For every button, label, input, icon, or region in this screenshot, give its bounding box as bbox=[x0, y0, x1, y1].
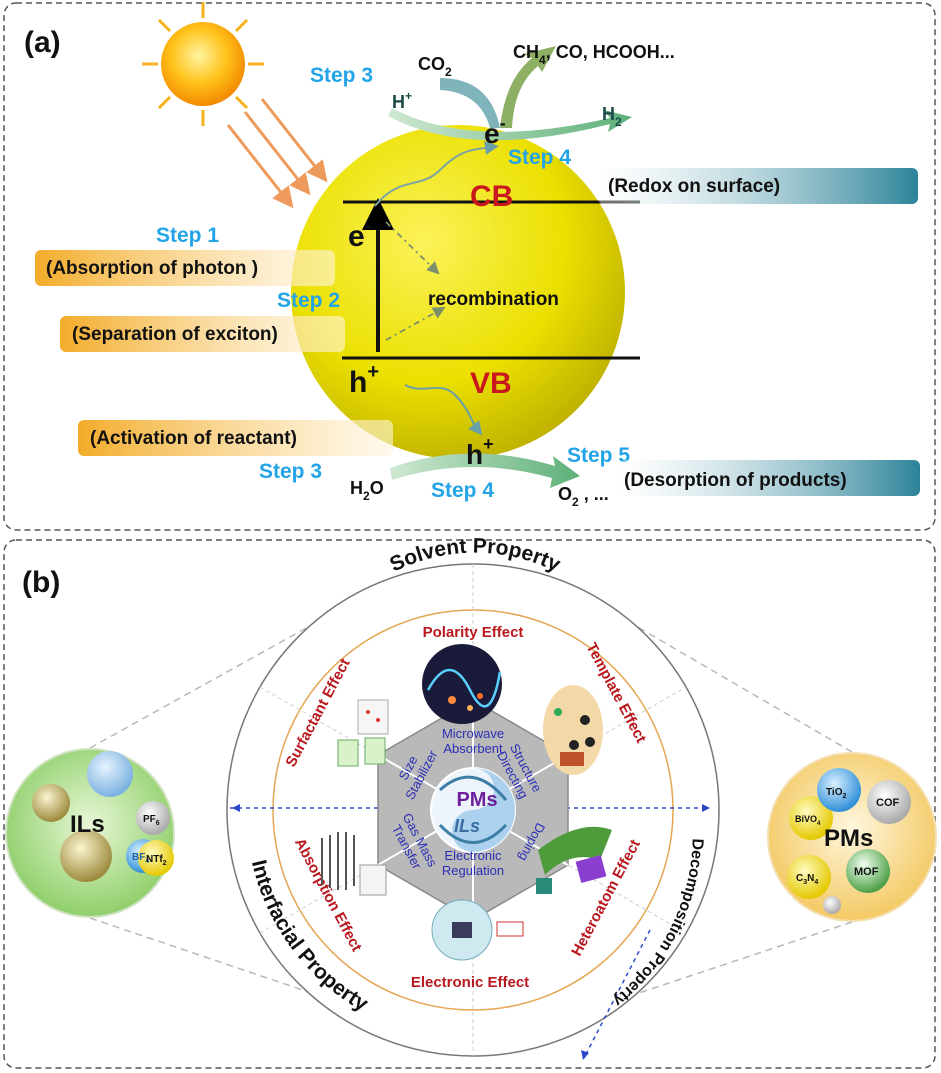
mof-ball bbox=[846, 849, 890, 893]
label-activation: (Activation of reactant) bbox=[90, 428, 297, 449]
hole-migration-arrow bbox=[404, 384, 483, 436]
h2o-label: H2O bbox=[350, 478, 384, 503]
panel-a: (a) CB VB bbox=[3, 2, 936, 531]
imidazolium-icon bbox=[32, 784, 70, 822]
center-ils-label: ILs bbox=[454, 816, 480, 836]
activation-bar bbox=[78, 420, 393, 456]
small-particle-ball bbox=[823, 896, 841, 914]
right-axis-arrowhead bbox=[702, 804, 710, 812]
ils-title: ILs bbox=[70, 811, 105, 838]
step4-bottom: Step 4 bbox=[431, 479, 494, 502]
vb-label: VB bbox=[470, 367, 512, 400]
ntf2-label: NTf2 bbox=[146, 854, 167, 867]
proton-label: H+ bbox=[392, 89, 412, 112]
panel-b: (b) bbox=[3, 535, 937, 1069]
heteroatom-illustration bbox=[536, 826, 612, 894]
step1: Step 1 bbox=[156, 224, 219, 247]
absorption-illustration bbox=[321, 832, 387, 896]
pms-title: PMs bbox=[824, 825, 873, 852]
left-axis-arrowhead bbox=[232, 804, 240, 812]
step5: Step 5 bbox=[567, 444, 630, 467]
recombination-arrow-top bbox=[385, 221, 440, 275]
surfactant-illustration bbox=[337, 699, 389, 767]
sun-icon bbox=[142, 2, 264, 126]
light-rays bbox=[226, 98, 328, 209]
mof-label: MOF bbox=[854, 866, 879, 878]
effect-electronic: Electronic Effect bbox=[411, 974, 529, 991]
pms-circle bbox=[767, 752, 937, 922]
bivo4-ball bbox=[789, 796, 833, 840]
ils-circle bbox=[5, 748, 175, 918]
step4-top: Step 4 bbox=[508, 146, 571, 169]
recombination-label: recombination bbox=[428, 289, 559, 310]
pf6-ball bbox=[136, 801, 170, 835]
panel-b-border bbox=[3, 539, 936, 1069]
h2-label: H2 bbox=[602, 104, 622, 129]
desorption-bar bbox=[620, 460, 920, 496]
electronic-illustration bbox=[431, 899, 524, 961]
bivo4-label: BiVO4 bbox=[795, 814, 821, 827]
h-to-h2-arrow bbox=[388, 108, 632, 141]
bf4-label: BF4 bbox=[132, 852, 149, 865]
label-separation: (Separation of exciton) bbox=[72, 324, 278, 345]
cof-label: COF bbox=[876, 797, 900, 809]
label-absorption: (Absorption of photon ) bbox=[46, 258, 258, 279]
electron-migration-arrow bbox=[374, 141, 499, 207]
absorption-bar bbox=[35, 250, 335, 286]
c3n4-ball bbox=[787, 855, 831, 899]
electron-cb: e- bbox=[348, 215, 371, 253]
label-desorption: (Desorption of products) bbox=[624, 470, 847, 491]
co2-label: CO2 bbox=[418, 54, 452, 79]
label-redox: (Redox on surface) bbox=[608, 176, 780, 197]
hole-vb: h+ bbox=[349, 361, 379, 399]
o2-label: O2 , ... bbox=[558, 484, 609, 509]
decomposition-axis-arrowhead bbox=[581, 1050, 589, 1060]
panel-a-label: (a) bbox=[24, 26, 61, 59]
tio2-ball bbox=[817, 768, 861, 812]
recombination-arrow-bottom bbox=[385, 306, 446, 341]
water-oxidation-arrow bbox=[390, 453, 580, 488]
effect-polarity: Polarity Effect bbox=[423, 624, 524, 641]
redox-bar bbox=[598, 168, 918, 204]
cb-label: CB bbox=[470, 180, 513, 213]
tio2-label: TiO2 bbox=[826, 787, 846, 800]
connector-lines bbox=[89, 611, 853, 1003]
co2-arrow bbox=[440, 78, 500, 128]
step2: Step 2 bbox=[277, 289, 340, 312]
separation-bar bbox=[60, 316, 345, 352]
ntf2-ball bbox=[138, 840, 174, 876]
electron-surface: e- bbox=[484, 113, 506, 149]
c3n4-label: C3N4 bbox=[796, 873, 818, 886]
template-illustration bbox=[543, 685, 603, 775]
center-pms-label: PMs bbox=[456, 789, 497, 811]
step3-top: Step 3 bbox=[310, 64, 373, 87]
hole-surface: h+ bbox=[466, 434, 494, 470]
pyrrolidinium-icon bbox=[87, 751, 133, 797]
ammonium-icon bbox=[60, 830, 112, 882]
panel-a-border bbox=[3, 2, 936, 531]
pf6-label: PF6 bbox=[143, 814, 160, 827]
step3-bottom: Step 3 bbox=[259, 460, 322, 483]
panel-b-label: (b) bbox=[22, 566, 60, 599]
polarity-illustration bbox=[422, 644, 502, 724]
pms-ils-center-icon bbox=[430, 767, 516, 853]
products-arrow bbox=[500, 46, 556, 128]
cof-ball bbox=[867, 780, 911, 824]
reduction-products: CH4, CO, HCOOH... bbox=[513, 42, 675, 67]
